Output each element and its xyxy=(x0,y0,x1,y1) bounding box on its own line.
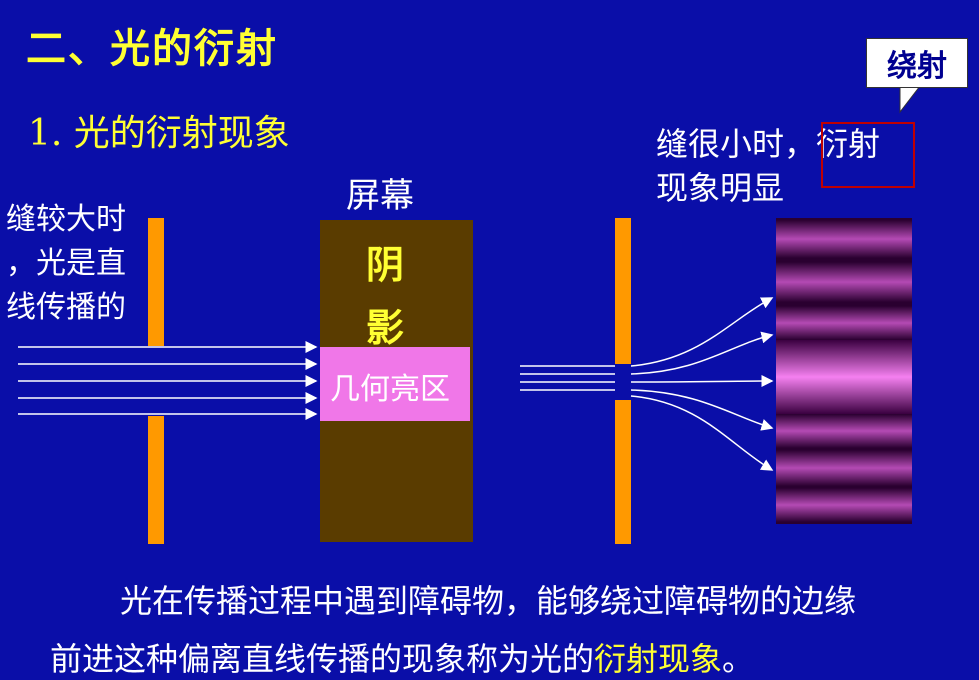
screen-label: 屏幕 xyxy=(346,176,414,216)
right-note-line: 缝很小时，衍射 xyxy=(656,125,881,163)
callout-label: 绕射 xyxy=(866,38,968,88)
fringe-bands xyxy=(776,220,912,522)
caption-suffix: 。 xyxy=(722,640,755,678)
caption-highlight: 衍射现象 xyxy=(594,640,723,678)
right-note: 缝很小时，衍射 现象明显 xyxy=(656,122,880,210)
slide-title: 二、光的衍射 xyxy=(26,26,278,72)
diffracted-rays xyxy=(630,297,774,471)
callout-bracket xyxy=(821,122,915,188)
right-note-line: 现象明显 xyxy=(656,169,785,207)
left-slit-barrier-bottom xyxy=(148,416,164,544)
left-slit-barrier-top xyxy=(148,218,164,346)
caption-line-2: 前进这种偏离直线传播的现象称为光的衍射现象。 xyxy=(50,634,754,680)
right-slit-barrier-top xyxy=(615,218,631,364)
shadow-label-char: 影 xyxy=(366,305,405,350)
caption-line-1: 光在传播过程中遇到障碍物，能够绕过障碍物的边缘 xyxy=(120,582,857,620)
bright-zone xyxy=(320,347,470,421)
left-note-line: 线传播的 xyxy=(6,290,126,325)
left-note: 缝较大时 ，光是直 线传播的 xyxy=(6,198,126,330)
bright-zone-label: 几何亮区 xyxy=(330,372,450,407)
callout-pointer xyxy=(899,85,922,114)
left-straight-rays xyxy=(18,341,318,420)
left-note-line: ，光是直 xyxy=(6,246,126,281)
right-incoming-rays xyxy=(520,365,615,391)
caption-prefix: 前进这种偏离直线传播的现象称为光的 xyxy=(50,640,595,678)
shadow-label-char: 阴 xyxy=(366,242,405,287)
left-note-line: 缝较大时 xyxy=(6,202,126,237)
section-subtitle: 1. 光的衍射现象 xyxy=(28,113,290,154)
right-slit-barrier-bottom xyxy=(615,400,631,544)
